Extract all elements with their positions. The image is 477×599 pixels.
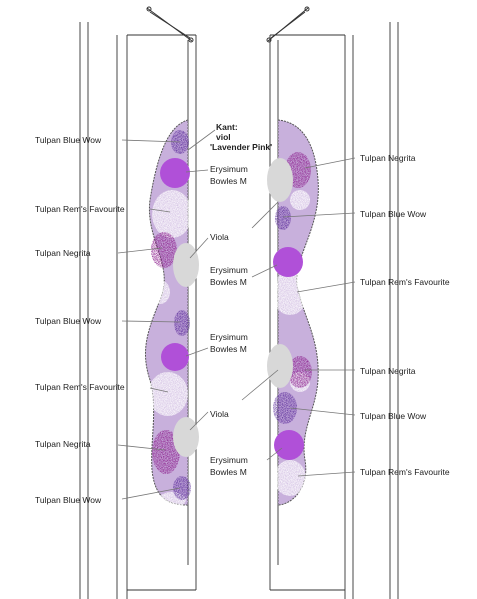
erysimum-label-1a: Erysimum [210,164,248,174]
tulip-negrita-patch [151,232,177,268]
erysimum-label-2b: Bowles M [210,277,247,287]
erysimum-label-1b: Bowles M [210,176,247,186]
left-bed-erysimum [160,158,190,371]
left-labels: Tulpan Blue Wow Tulpan Rem's Favourite T… [35,135,125,505]
viola-label-2: Viola [210,409,229,419]
tulip-blue-wow-patch [174,310,190,336]
right-bed-erysimum [273,247,304,460]
left-label-3: Tulpan Negrita [35,248,91,258]
right-label-6: Tulpan Rem's Favourite [360,467,450,477]
tulip-blue-wow-patch [173,476,191,500]
right-label-3: Tulpan Rem's Favourite [360,277,450,287]
right-bed-viola [267,158,293,388]
tulip-negrita-patch [152,430,180,474]
left-bed-white-patches [148,190,192,508]
erysimum-label-4a: Erysimum [210,455,248,465]
tulip-blue-wow-patch [275,206,291,230]
viola-label-1: Viola [210,232,229,242]
right-label-5: Tulpan Blue Wow [360,411,427,421]
kant-label-line2: viol [216,132,231,142]
right-label-1: Tulpan Negrita [360,153,416,163]
erysimum-label-2a: Erysimum [210,265,248,275]
right-gate [266,6,310,43]
left-bed-viola [173,243,199,457]
left-label-4: Tulpan Blue Wow [35,316,102,326]
left-gate [146,6,194,43]
erysimum-label-3b: Bowles M [210,344,247,354]
left-label-1: Tulpan Blue Wow [35,135,102,145]
tulip-negrita-patch [288,356,312,388]
erysimum-label-4b: Bowles M [210,467,247,477]
middle-labels: Kant: viol 'Lavender Pink' Erysimum Bowl… [210,122,272,477]
right-label-2: Tulpan Blue Wow [360,209,427,219]
right-bed-tulips [273,152,312,424]
left-label-7: Tulpan Blue Wow [35,495,102,505]
left-label-6: Tulpan Negrita [35,439,91,449]
kant-label-line3: 'Lavender Pink' [210,142,272,152]
leader-lines [117,129,356,500]
tulip-blue-wow-patch [273,392,297,424]
kant-label-line1: Kant: [216,122,238,132]
right-label-4: Tulpan Negrita [360,366,416,376]
right-labels: Tulpan Negrita Tulpan Blue Wow Tulpan Re… [360,153,450,477]
erysimum-label-3a: Erysimum [210,332,248,342]
left-label-2: Tulpan Rem's Favourite [35,204,125,214]
left-label-5: Tulpan Rem's Favourite [35,382,125,392]
